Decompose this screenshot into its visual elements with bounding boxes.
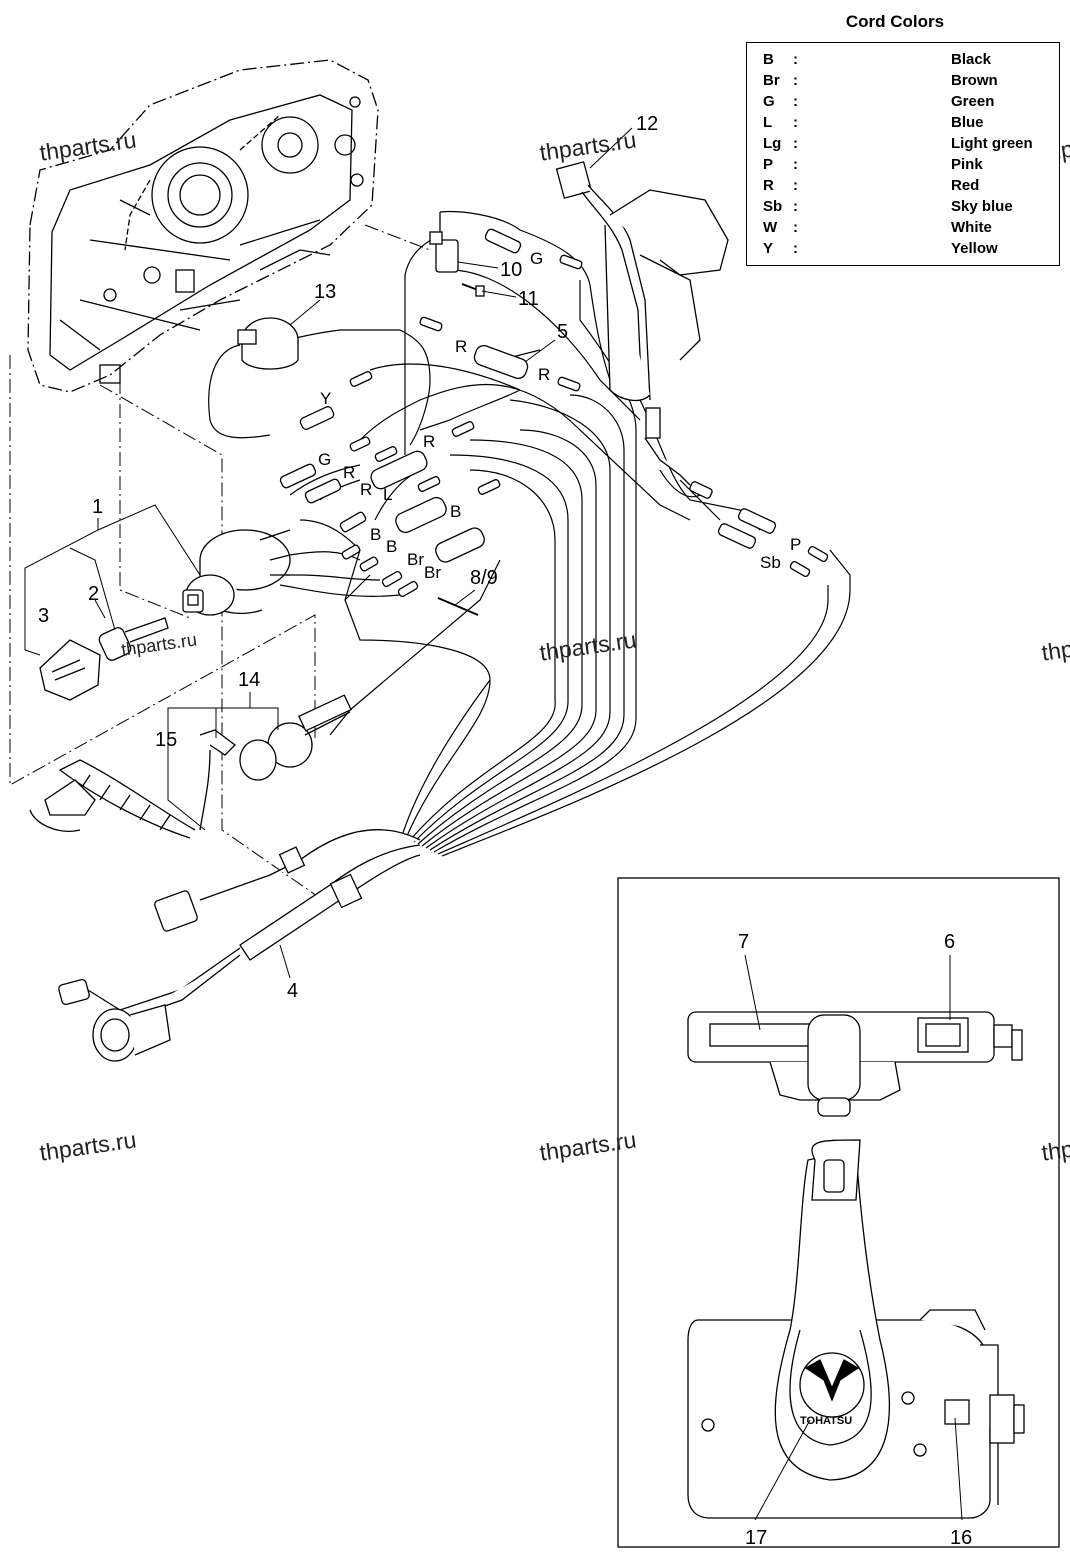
cord-color-row: R: Red <box>747 177 1059 197</box>
cord-code: G <box>763 93 775 110</box>
colon: : <box>793 135 798 152</box>
label-14: 14 <box>238 669 260 691</box>
cord-color-row: W: White <box>747 219 1059 239</box>
cord-code: R <box>763 177 774 194</box>
cord-color-name: Sky blue <box>951 198 1013 215</box>
wire-label-br-1: Br <box>407 550 424 569</box>
cord-code: L <box>763 114 773 131</box>
wire-label-b-1: B <box>450 502 461 521</box>
cord-color-name: Brown <box>951 72 998 89</box>
label-12: 12 <box>636 113 658 135</box>
part-number-labels: 1 2 3 4 5 6 7 8/9 10 11 12 13 14 15 16 1… <box>38 113 972 1549</box>
cord-color-row: Br: Brown <box>747 72 1059 92</box>
wire-label-r-3: R <box>423 432 435 451</box>
cord-color-row: P: Pink <box>747 156 1059 176</box>
cord-color-name: White <box>951 219 992 236</box>
control-side-view <box>687 1139 1025 1519</box>
cord-code: P <box>763 156 774 173</box>
label-17: 17 <box>745 1527 767 1549</box>
label-4: 4 <box>287 980 298 1002</box>
neutral-switch-part-12 <box>555 161 729 486</box>
sleeves <box>370 344 529 563</box>
label-6: 6 <box>944 931 955 953</box>
wire-label-sb: Sb <box>760 553 781 572</box>
wire-label-g-top: G <box>530 249 543 268</box>
cord-color-row: B: Black <box>747 51 1059 71</box>
cord-code: Lg <box>763 135 782 152</box>
harness-sheath-part-4 <box>58 828 421 1062</box>
colon: : <box>793 240 798 257</box>
colon: : <box>793 198 798 215</box>
cord-code: Y <box>763 240 774 257</box>
colon: : <box>793 219 798 236</box>
colon: : <box>793 156 798 173</box>
cord-code: Br <box>763 72 780 89</box>
wire-label-r-1: R <box>343 463 355 482</box>
label-7: 7 <box>738 931 749 953</box>
screw-part-11 <box>461 283 485 297</box>
cord-code: B <box>763 51 774 68</box>
cord-color-name: Light green <box>951 135 1033 152</box>
cord-color-name: Pink <box>951 156 983 173</box>
cord-color-row: Sb: Sky blue <box>747 198 1059 218</box>
wire-label-br-2: Br <box>424 563 441 582</box>
cord-colors-title: Cord Colors <box>845 12 945 31</box>
label-5: 5 <box>557 321 568 343</box>
cord-color-name: Blue <box>951 114 984 131</box>
label-16: 16 <box>950 1527 972 1549</box>
buzzer-part-13 <box>237 317 299 370</box>
cord-color-row: L: Blue <box>747 114 1059 134</box>
key-cap-part-3 <box>39 639 101 701</box>
wire-label-p: P <box>790 535 801 554</box>
key-part-2 <box>98 617 169 661</box>
brand-logo-text: TOHATSU <box>800 1415 852 1427</box>
label-11: 11 <box>518 288 539 310</box>
wire-label-b-3: B <box>386 537 397 556</box>
wire-label-g-mid: G <box>318 450 331 469</box>
colon: : <box>793 51 798 68</box>
cord-colors-table: B: Black Br: Brown G: Green L: Blue Lg: Light… <box>746 42 1060 266</box>
colon: : <box>793 72 798 89</box>
cord-code: W <box>763 219 778 236</box>
inset-panel <box>617 877 1060 1548</box>
part-leader-lines <box>24 127 963 1521</box>
wire-label-r-mid: R <box>538 365 550 384</box>
cord-color-row: Y: Yellow <box>747 240 1059 260</box>
colon: : <box>793 114 798 131</box>
colon: : <box>793 93 798 110</box>
cord-code: Sb <box>763 198 783 215</box>
bullet-connectors <box>279 228 829 598</box>
wire-label-r-2: R <box>360 480 372 499</box>
label-1: 1 <box>92 496 103 518</box>
wire-label-r-top: R <box>455 337 467 356</box>
wire-color-labels: G R Y R G R R R L B B B Br Br P Sb <box>318 249 801 582</box>
label-2: 2 <box>88 583 99 605</box>
label-8-9: 8/9 <box>470 567 498 589</box>
wire-label-l: L <box>383 485 392 504</box>
stop-switch-part-14 <box>239 694 352 781</box>
switch-part-10 <box>429 212 459 273</box>
label-13: 13 <box>314 281 336 303</box>
cord-color-row: Lg: Light green <box>747 135 1059 155</box>
label-10: 10 <box>500 259 522 281</box>
wire-label-y: Y <box>320 389 331 408</box>
colon: : <box>793 177 798 194</box>
label-3: 3 <box>38 605 49 627</box>
cable-tie-part-8-9 <box>437 597 479 616</box>
cord-color-name: Yellow <box>951 240 998 257</box>
wire-label-b-2: B <box>370 525 381 544</box>
control-top-view <box>687 1011 1023 1117</box>
control-box-housing <box>27 59 379 393</box>
wiring-harness-cords <box>344 280 851 857</box>
main-switch-part-1 <box>182 529 291 616</box>
cord-color-row: G: Green <box>747 93 1059 113</box>
lanyard-part-15 <box>29 729 236 839</box>
leader-lines <box>9 224 431 906</box>
cord-color-name: Green <box>951 93 995 110</box>
cord-color-name: Black <box>951 51 992 68</box>
cord-color-name: Red <box>951 177 980 194</box>
label-15: 15 <box>155 729 177 751</box>
